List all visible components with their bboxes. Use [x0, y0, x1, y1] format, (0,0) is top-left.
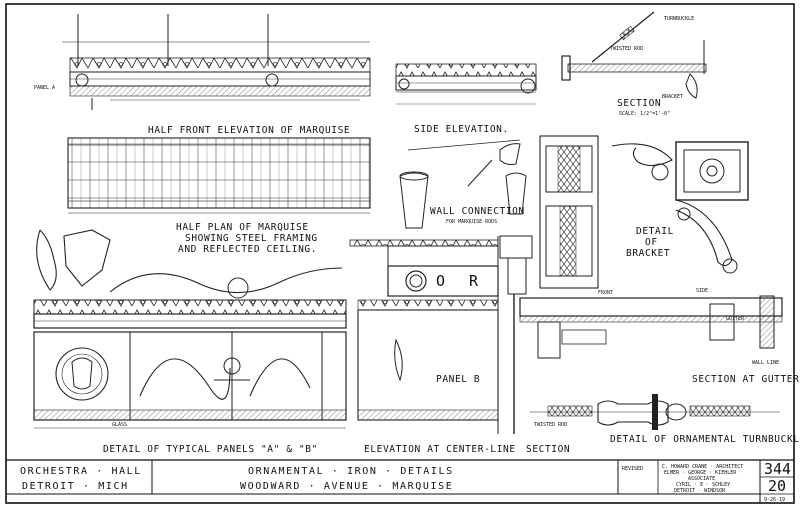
- twisted-rod-label-2: TWISTED ROD: [534, 422, 567, 428]
- long-section-drawing: [519, 295, 783, 359]
- letter-r-sign: R: [469, 272, 479, 290]
- sheet-border: [5, 3, 795, 504]
- gutter-label: GUTTER: [726, 316, 745, 322]
- architect-line-4: CYRIL · E · SCHLEY: [676, 482, 730, 488]
- wall-connection-title-2: FOR MARQUISE RODS: [446, 219, 497, 225]
- wall-connection-drawing: [407, 139, 521, 187]
- half-plan-drawing: [67, 137, 371, 214]
- drawing-title-line-2: WOODWARD · AVENUE · MARQUISE: [240, 481, 453, 492]
- architect-line-5: DETROIT · WINDSOR: [674, 488, 726, 494]
- section-word-title: SECTION: [526, 444, 570, 455]
- revised-label: REVISED: [622, 466, 643, 472]
- typical-panel-detail-drawing: [33, 229, 347, 429]
- sheet-number: 20: [768, 477, 786, 495]
- wall-line-label: WALL LINE: [752, 360, 779, 366]
- front-label: FRONT: [598, 290, 613, 296]
- architect-line-1: C. HOWARD CRANE · ARCHITECT: [662, 464, 743, 470]
- turnbuckle-detail-drawing: [530, 394, 780, 430]
- drawing-date: 9-26-19: [764, 497, 785, 503]
- detail-bracket-title-1: DETAIL: [636, 226, 674, 237]
- architect-line-3: ASSOCIATE: [688, 476, 715, 482]
- job-number: 344: [764, 460, 791, 478]
- bracket-detail-drawing: [611, 141, 749, 274]
- half-front-elevation-title: HALF FRONT ELEVATION OF MARQUISE: [148, 125, 350, 136]
- side-elevation-title: SIDE ELEVATION.: [414, 124, 509, 135]
- section-scale: SCALE: 1/2"=1'-0": [619, 111, 670, 117]
- panel-b-label: PANEL B: [436, 374, 480, 385]
- side-elevation-drawing: [395, 63, 537, 105]
- bracket-label: BRACKET: [662, 94, 683, 100]
- panel-a-label: PANEL A: [34, 85, 55, 91]
- title-block: [6, 460, 794, 503]
- urn-pedestal-drawing: [499, 172, 533, 434]
- section-title: SECTION: [617, 98, 661, 109]
- section-drawing: [561, 11, 707, 99]
- letter-o-sign: O: [436, 272, 445, 290]
- client-line-1: ORCHESTRA · HALL: [20, 466, 142, 477]
- drawing-title-line-1: ORNAMENTAL · IRON · DETAILS: [248, 466, 454, 477]
- detail-bracket-title-2: OF: [645, 237, 658, 248]
- twisted-rod-label: TWISTED ROD: [610, 46, 643, 52]
- wall-connection-title-1: WALL CONNECTION: [430, 206, 525, 217]
- half-plan-title-3: AND REFLECTED CEILING.: [178, 244, 317, 255]
- half-front-elevation-drawing: [62, 14, 371, 110]
- side-label: SIDE: [696, 288, 708, 294]
- half-plan-title-1: HALF PLAN OF MARQUISE: [176, 222, 309, 233]
- front-column-detail: [539, 135, 599, 289]
- turnbuckle-title: DETAIL OF ORNAMENTAL TURNBUCKLE: [610, 434, 800, 445]
- detail-bracket-title-3: BRACKET: [626, 248, 670, 259]
- section-at-gutter-title: SECTION AT GUTTER: [692, 374, 799, 385]
- client-line-2: DETROIT · MICH: [22, 481, 129, 492]
- elevation-center-line-title: ELEVATION AT CENTER-LINE: [364, 444, 516, 455]
- turnbuckle-label: TURNBUCKLE: [664, 16, 694, 22]
- typical-panels-title: DETAIL OF TYPICAL PANELS "A" & "B": [103, 444, 318, 455]
- center-line-elevation-drawing: [349, 171, 499, 434]
- architect-line-2: ELMER · GEORGE · KIEHLER: [664, 470, 737, 476]
- half-plan-title-2: SHOWING STEEL FRAMING: [185, 233, 318, 244]
- glass-label-1: GLASS: [112, 422, 127, 428]
